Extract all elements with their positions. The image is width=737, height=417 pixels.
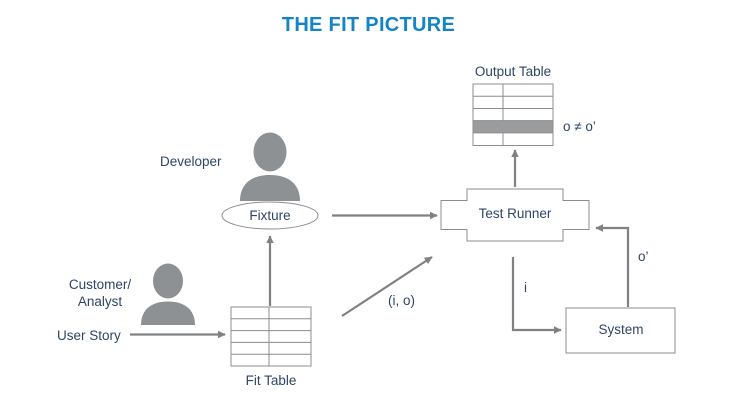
fixture-shape[interactable] — [221, 201, 319, 230]
test-runner-shape[interactable] — [440, 188, 590, 242]
edge-label-o-prime: o’ — [638, 249, 649, 264]
developer-label: Developer — [160, 154, 222, 169]
customer-analyst-label: Customer/ Analyst — [68, 277, 132, 309]
system-label: System — [598, 322, 644, 337]
fit-table-label: Fit Table — [245, 373, 297, 388]
developer-avatar-icon — [240, 132, 300, 201]
edge-fit-table-to-test-runner — [341, 256, 433, 317]
edge-system-to-test-runner — [595, 224, 630, 307]
user-story-label: User Story — [57, 328, 121, 343]
edge-test-runner-to-system — [511, 257, 562, 334]
edge-label-i-o: (i, o) — [388, 293, 415, 308]
mismatch-label: o ≠ o’ — [563, 119, 596, 134]
edge-label-i: i — [524, 280, 527, 295]
fixture-label: Fixture — [249, 208, 291, 223]
fit-table-grid — [230, 306, 312, 367]
page-title: THE FIT PICTURE — [281, 14, 456, 36]
output-table-label: Output Table — [474, 64, 552, 79]
output-table-grid — [472, 83, 554, 146]
customer-analyst-avatar-icon — [141, 263, 195, 325]
test-runner-label: Test Runner — [478, 206, 552, 221]
system-shape[interactable] — [565, 307, 676, 354]
